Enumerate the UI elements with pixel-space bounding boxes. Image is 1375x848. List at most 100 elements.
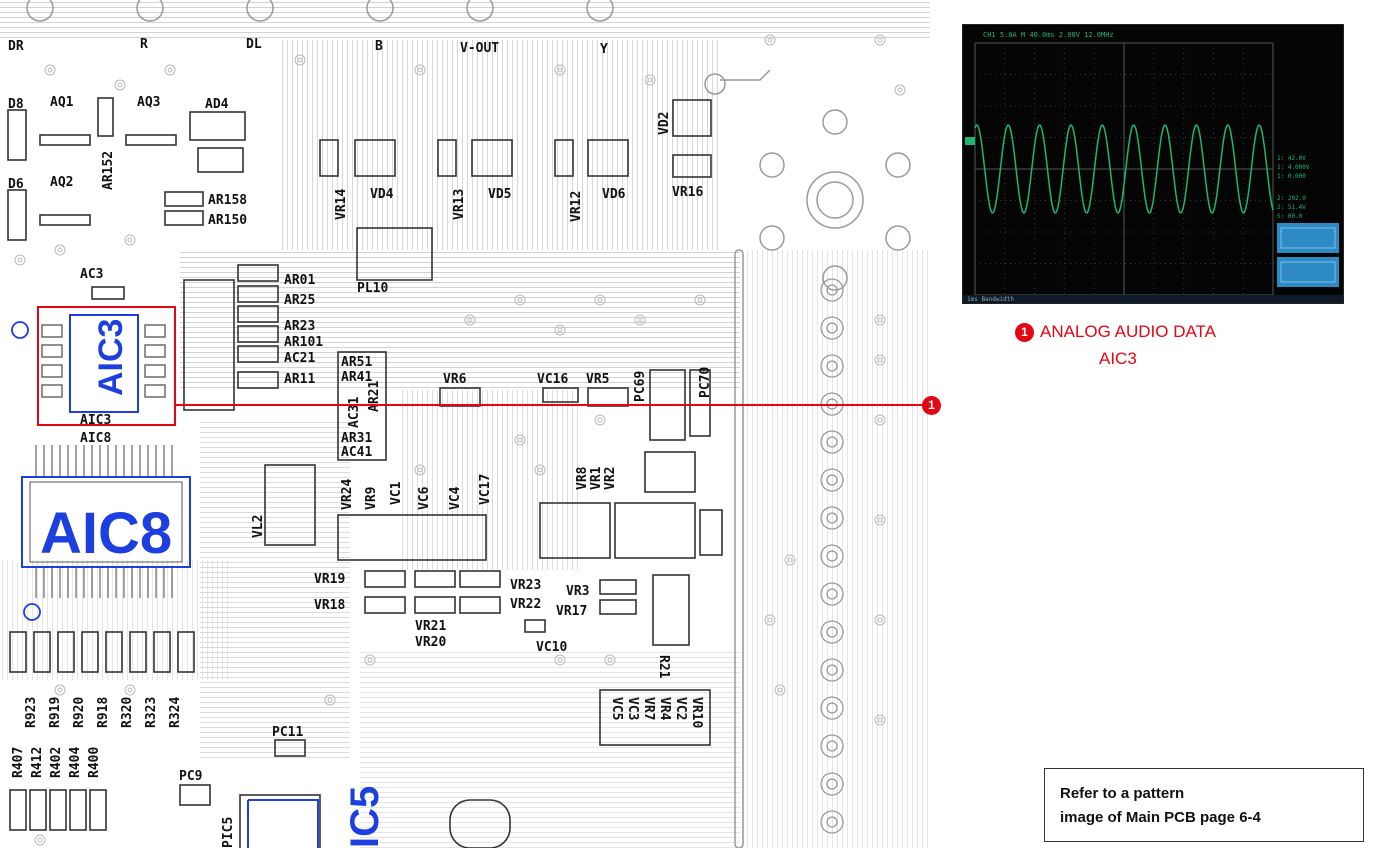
silk-label: PC9 (179, 769, 202, 784)
svg-text:2: 202.0: 2: 202.0 (1277, 195, 1306, 202)
silk-label: AR01 (284, 273, 315, 288)
reference-note-line2: image of Main PCB page 6-4 (1060, 809, 1261, 826)
silk-label: R412 (30, 747, 45, 778)
callout-number: 1 (1015, 323, 1034, 342)
silk-label: VR13 (452, 189, 467, 220)
silk-label: D6 (8, 177, 24, 192)
silk-label: VR21 (415, 619, 446, 634)
label-v-out: V-OUT (460, 41, 499, 56)
silk-label: PC70 (698, 367, 713, 398)
silk-label: VC2 (673, 697, 688, 720)
silk-label: AR31 (341, 431, 372, 446)
silk-label: VD6 (602, 187, 626, 202)
silk-label: VC6 (417, 486, 432, 510)
silk-label: VR16 (672, 185, 703, 200)
callout-subtitle: AIC3 (1099, 349, 1137, 368)
svg-text:2: 51.4V: 2: 51.4V (1277, 204, 1306, 211)
silk-label: VR1 (589, 466, 604, 490)
silk-label: PC69 (633, 371, 648, 402)
silk-label: R21 (656, 655, 671, 679)
chip-aic3-label: AIC3 (92, 319, 130, 396)
silk-label: AR101 (284, 335, 323, 350)
silk-label: AR11 (284, 372, 315, 387)
silk-label: AQ1 (50, 95, 74, 110)
silk-label: VC4 (448, 486, 463, 510)
label-dr: DR (8, 39, 24, 54)
chip-ic5-label: IC5 (343, 786, 387, 848)
silk-label: VC3 (625, 697, 640, 720)
aic3-silk: AIC3 (80, 413, 111, 428)
svg-text:S: 00.0: S: 00.0 (1277, 213, 1303, 220)
silk-label: VR19 (314, 572, 345, 587)
silk-label: PC11 (272, 725, 303, 740)
silk-label: R407 (11, 747, 26, 778)
silk-label: VC5 (609, 697, 624, 720)
callout-title: ANALOG AUDIO DATA (1040, 322, 1217, 341)
silk-label: R918 (96, 697, 111, 728)
silk-label: AR150 (208, 213, 247, 228)
silk-label: VD5 (488, 187, 511, 202)
silk-label: VR4 (657, 697, 672, 721)
pcb-pattern: DR R DL B V-OUT Y (0, 0, 930, 848)
silk-label: VR18 (314, 598, 345, 613)
silk-label: AR23 (284, 319, 315, 334)
svg-text:1: 4.000V: 1: 4.000V (1277, 164, 1310, 171)
silk-label: VR17 (556, 604, 587, 619)
silk-label: VR9 (364, 487, 379, 510)
reference-note: Refer to a pattern image of Main PCB pag… (1044, 768, 1364, 842)
silk-label: VR22 (510, 597, 541, 612)
silk-label: R919 (48, 697, 63, 728)
aic8-silk: AIC8 (80, 431, 111, 446)
silk-label: AQ2 (50, 175, 73, 190)
silk-label: VC10 (536, 640, 567, 655)
silk-label: D8 (8, 97, 24, 112)
scope-header: CH1 5.0A M 40.0ms 2.00V 12.0MHz (983, 31, 1114, 39)
reference-note-line1: Refer to a pattern (1060, 785, 1185, 802)
silk-label: R400 (87, 747, 102, 778)
silk-label: AR152 (101, 151, 116, 190)
callout-caption: 1 ANALOG AUDIO DATA AIC3 (1015, 318, 1305, 372)
oscilloscope-screenshot: 1: 42.0V 1: 4.000V 1: 0.000 2: 202.0 2: 51… (962, 24, 1344, 304)
callout-marker-number: 1 (928, 398, 935, 412)
silk-label: AR158 (208, 193, 247, 208)
svg-text:1: 42.0V: 1: 42.0V (1277, 155, 1306, 162)
svg-text:1: 0.000: 1: 0.000 (1277, 173, 1306, 180)
silk-label: AR25 (284, 293, 315, 308)
silk-label: AC21 (284, 351, 315, 366)
silk-label: VR10 (689, 697, 704, 728)
silk-label: VC1 (389, 481, 404, 505)
silk-label: R320 (120, 697, 135, 728)
silk-label: VR20 (415, 635, 446, 650)
silk-label: AD4 (205, 97, 229, 112)
silk-label: AC31 (347, 397, 362, 428)
silk-label: R923 (24, 697, 39, 728)
silk-label: R324 (168, 697, 183, 728)
silk-label: VR23 (510, 578, 541, 593)
silk-label: VC17 (478, 474, 493, 505)
silk-label: R920 (72, 697, 87, 728)
silk-label: AC41 (341, 445, 372, 460)
silk-label: VC16 (537, 372, 568, 387)
silk-label: R323 (144, 697, 159, 728)
silk-label: VD4 (370, 187, 394, 202)
silk-label: VR12 (569, 191, 584, 222)
scope-footer: 1ms Bandwidth (967, 296, 1014, 303)
silk-label: VR14 (334, 189, 349, 220)
callout-marker: 1 (922, 396, 941, 415)
silk-label: R404 (68, 747, 83, 778)
silk-label: VR8 (575, 466, 590, 490)
label-b: B (375, 39, 383, 54)
silk-label: PL10 (357, 281, 388, 296)
silk-label: VR5 (586, 372, 609, 387)
label-dl: DL (246, 37, 262, 52)
chip-aic8-label: AIC8 (40, 501, 172, 566)
silk-label: VR7 (641, 697, 656, 720)
silk-label: AC3 (80, 267, 103, 282)
silk-label: AQ3 (137, 95, 160, 110)
silk-label: VR2 (603, 467, 618, 490)
label-r: R (140, 37, 148, 52)
silk-label: VR6 (443, 372, 467, 387)
silk-label: VR24 (340, 479, 355, 510)
silk-label: AR21 (367, 381, 382, 412)
silk-label: R402 (49, 747, 64, 778)
